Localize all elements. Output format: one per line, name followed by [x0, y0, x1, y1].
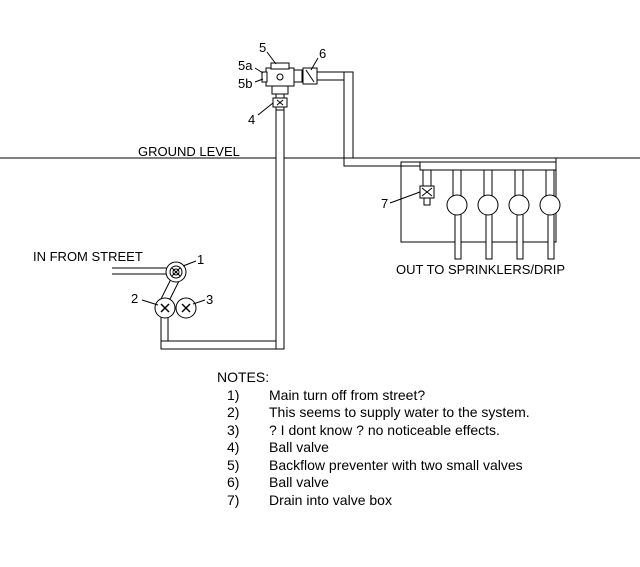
callout-2: 2 — [131, 291, 138, 306]
note-text: Main turn off from street? — [269, 386, 426, 403]
note-text: Drain into valve box — [269, 491, 392, 508]
callout-3: 3 — [206, 292, 213, 307]
zone-valve-2 — [477, 194, 499, 216]
zone-valves — [446, 194, 561, 216]
note-item: 1) Main turn off from street? — [217, 387, 530, 405]
callout-5: 5 — [259, 40, 266, 55]
ground-level-label: GROUND LEVEL — [138, 144, 240, 159]
zone-valve-1 — [446, 194, 468, 216]
callout-4: 4 — [248, 112, 255, 127]
note-number: 3) — [227, 421, 240, 438]
note-text: Ball valve — [269, 439, 329, 455]
callout-6: 6 — [319, 46, 326, 61]
zone-valve-4 — [539, 194, 561, 216]
note-item: 5) Backflow preventer with two small valv… — [217, 457, 530, 475]
note-number: 5) — [227, 456, 240, 473]
note-text: ? I dont know ? no noticeable effects. — [269, 421, 500, 438]
callout-5a: 5a — [238, 58, 253, 73]
callout-5b: 5b — [238, 76, 252, 91]
note-item: 3) ? I dont know ? no noticeable effects. — [217, 422, 530, 440]
ball-valve-4 — [272, 97, 288, 108]
note-number: 6) — [227, 474, 240, 490]
note-item: 2) This seems to supply water to the syst… — [217, 404, 530, 422]
supply-valve-2 — [154, 297, 176, 319]
notes-title: NOTES: — [217, 369, 270, 385]
sprinkler-manifold — [419, 161, 557, 260]
callout-7: 7 — [381, 196, 388, 211]
top-horizontal-pipe — [301, 67, 557, 167]
note-item: 7) Drain into valve box — [217, 492, 530, 510]
inlet-pipe — [160, 83, 285, 350]
out-to-sprinklers-label: OUT TO SPRINKLERS/DRIP — [396, 262, 565, 277]
note-text: This seems to supply water to the system… — [269, 404, 530, 420]
note-number: 2) — [227, 404, 240, 420]
note-number: 7) — [227, 491, 240, 508]
note-item: 4) Ball valve — [217, 439, 530, 457]
unknown-valve-3 — [175, 297, 197, 319]
callout-1: 1 — [197, 252, 204, 267]
note-number: 1) — [227, 386, 240, 403]
note-text: Backflow preventer with two small valves — [269, 456, 523, 473]
zone-valve-3 — [508, 194, 530, 216]
notes-section: NOTES: 1) Main turn off from street? 2) Th… — [217, 369, 530, 509]
note-text: Ball valve — [269, 474, 329, 490]
backflow-preventer — [261, 62, 303, 95]
note-item: 6) Ball valve — [217, 474, 530, 492]
main-shutoff-valve — [165, 261, 187, 283]
in-from-street-label: IN FROM STREET — [33, 249, 143, 264]
note-number: 4) — [227, 439, 240, 455]
